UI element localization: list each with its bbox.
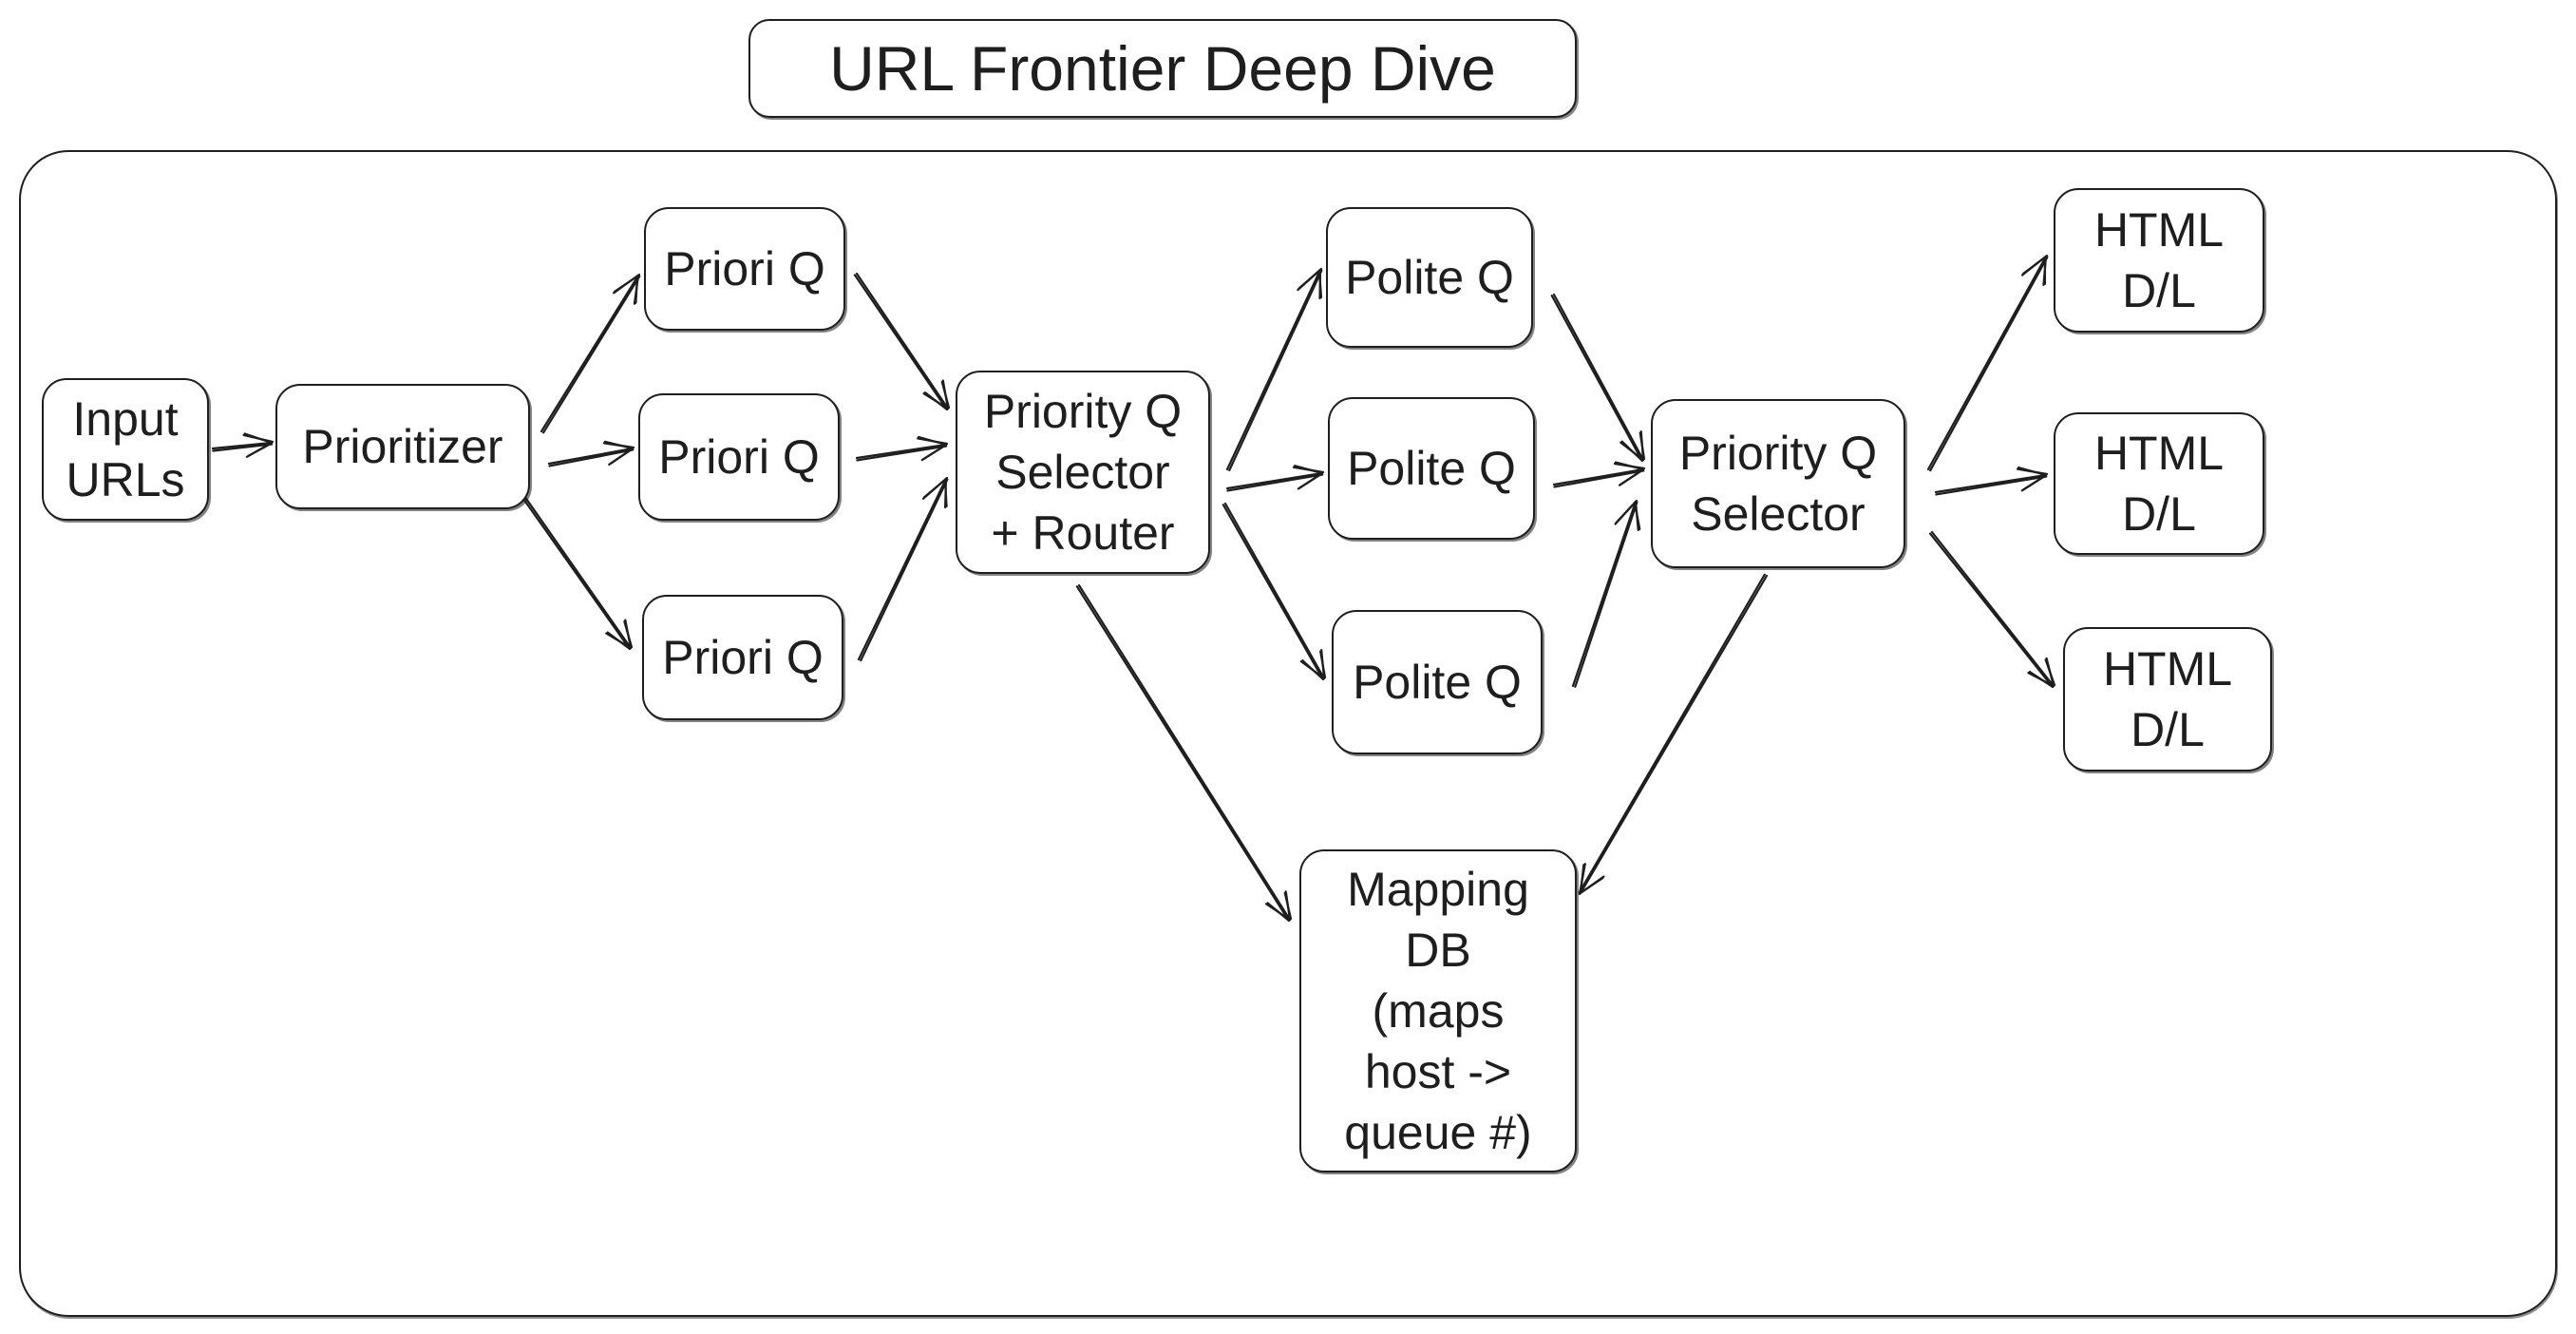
arrow-selector-router-to-mapping-db	[1075, 583, 1293, 923]
arrow-selector-to-html-dl-2	[1934, 467, 2049, 496]
arrow-selector-to-html-dl-1	[1926, 254, 2049, 472]
html-downloader-node-1: HTML D/L	[2054, 188, 2264, 333]
arrow-prioritizer-to-priori-q-1	[540, 273, 641, 434]
arrow-selector-router-to-polite-q-3	[1222, 502, 1327, 681]
mapping-db-node: Mapping DB (maps host -> queue #)	[1299, 849, 1577, 1172]
priori-q-node-1: Priori Q	[644, 207, 845, 331]
polite-q-node-2: Polite Q	[1328, 397, 1535, 540]
arrow-selector-to-html-dl-3	[1928, 530, 2056, 689]
polite-q-node-3: Polite Q	[1332, 610, 1543, 754]
prioritizer-node: Prioritizer	[275, 384, 530, 509]
arrow-priori-q-3-to-selector-router	[857, 476, 949, 662]
arrow-polite-q-1-to-selector	[1550, 293, 1646, 463]
arrow-priori-q-2-to-selector-router	[855, 435, 949, 462]
arrow-polite-q-3-to-selector	[1571, 499, 1641, 688]
arrow-priori-q-1-to-selector-router	[853, 272, 951, 411]
arrow-selector-to-mapping-db	[1578, 573, 1769, 896]
arrow-prioritizer-to-priori-q-3	[521, 494, 634, 651]
arrow-polite-q-2-to-selector	[1552, 461, 1646, 488]
url-frontier-container	[19, 150, 2557, 1317]
priori-q-node-2: Priori Q	[638, 393, 840, 521]
input-urls-node: Input URLs	[42, 378, 209, 521]
polite-q-node-1: Polite Q	[1326, 207, 1533, 348]
priority-q-selector-node: Priority Q Selector	[1651, 399, 1905, 568]
priori-q-node-3: Priori Q	[642, 595, 843, 720]
arrow-prioritizer-to-priori-q-2	[547, 440, 635, 467]
arrow-selector-router-to-polite-q-1	[1225, 267, 1323, 472]
priority-q-selector-router-node: Priority Q Selector + Router	[956, 371, 1210, 574]
arrow-selector-router-to-polite-q-2	[1225, 465, 1325, 492]
diagram-title: URL Frontier Deep Dive	[748, 19, 1577, 118]
html-downloader-node-2: HTML D/L	[2054, 412, 2264, 555]
html-downloader-node-3: HTML D/L	[2063, 627, 2272, 772]
arrow-input-to-prioritizer	[211, 432, 275, 458]
